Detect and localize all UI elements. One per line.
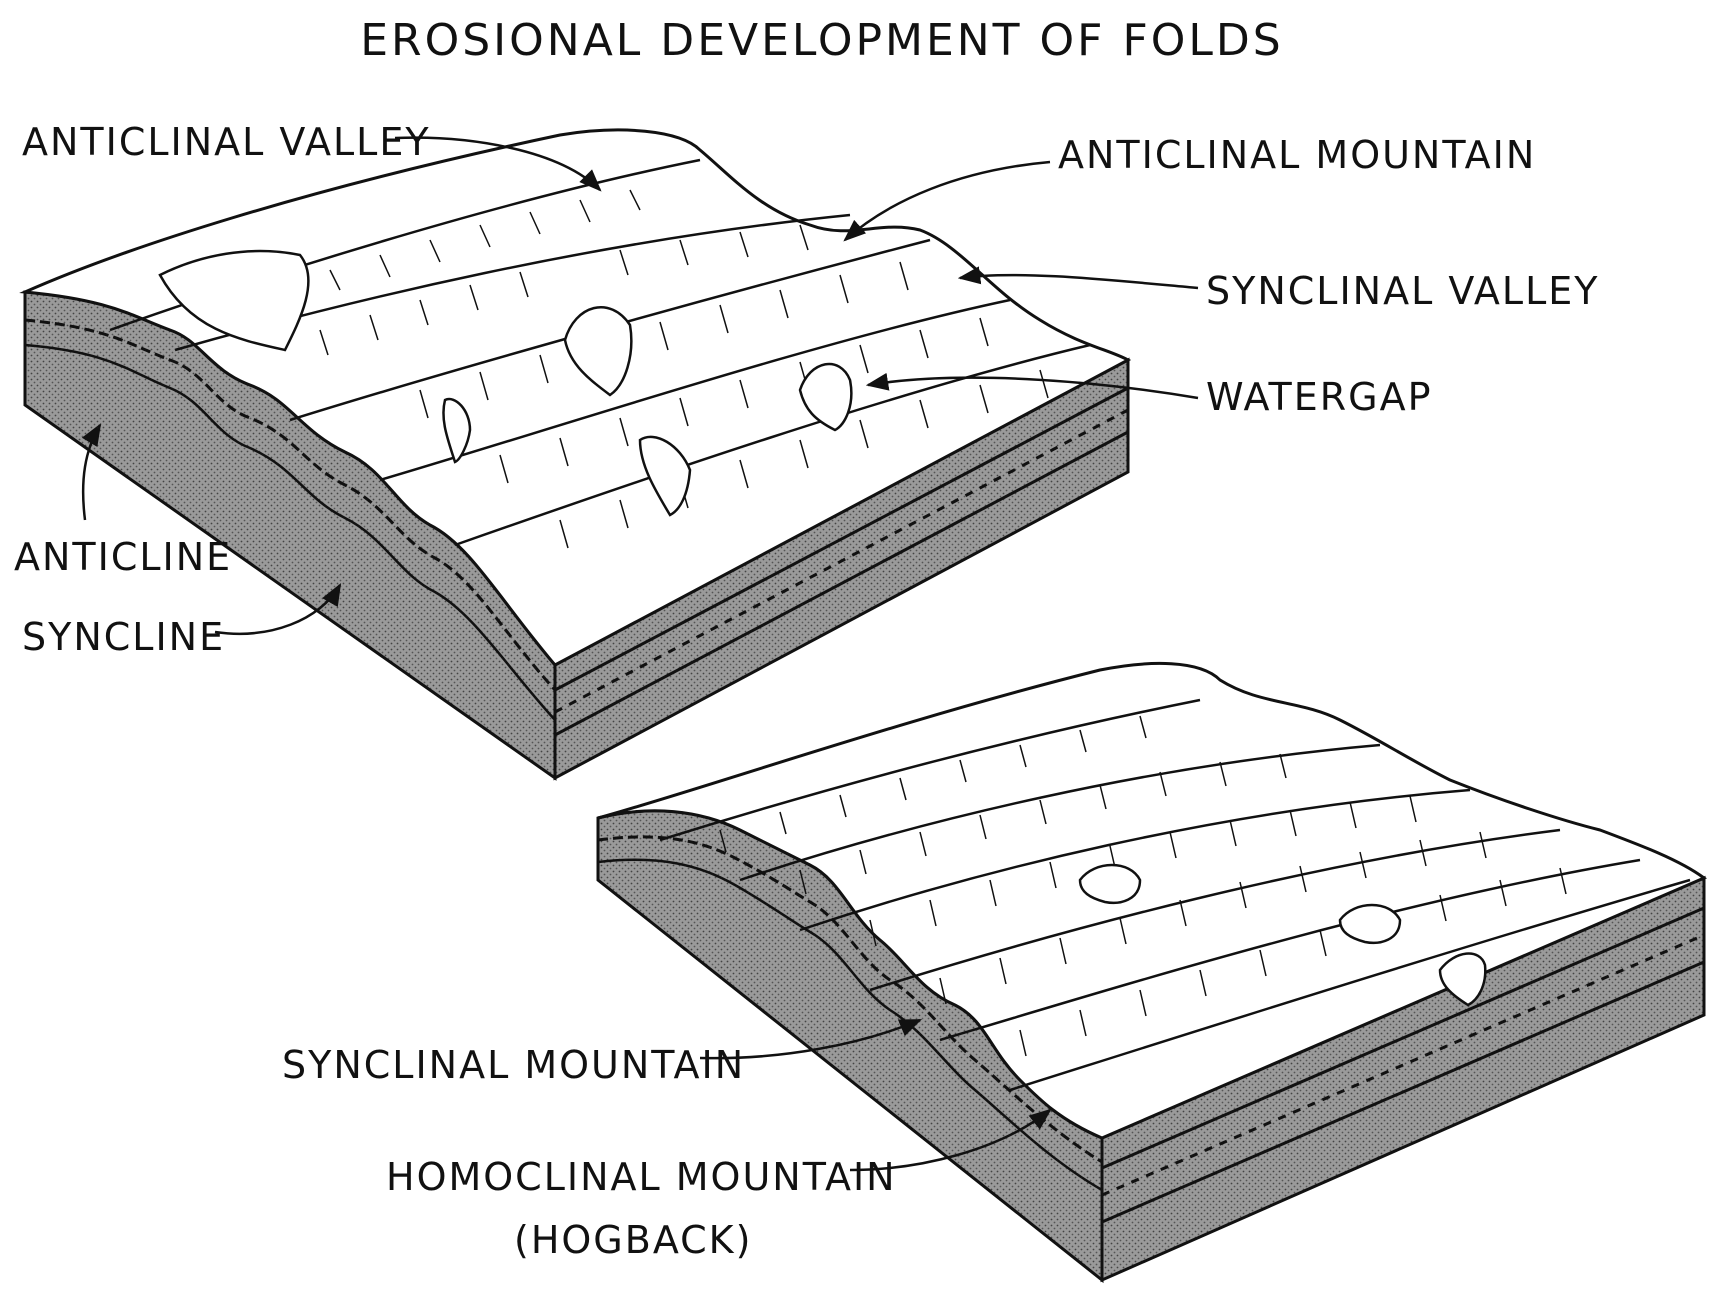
lower-block-diagram xyxy=(596,661,1707,1284)
lower-front-stratum-3 xyxy=(1101,960,1705,1224)
lower-ridge-1 xyxy=(659,698,1201,842)
label-anticline: ANTICLINE xyxy=(14,535,232,579)
label-syncline: SYNCLINE xyxy=(22,615,225,659)
lower-watergap-notch-2 xyxy=(1338,903,1402,944)
upper-watergap-notch-1 xyxy=(563,306,633,397)
upper-block-diagram xyxy=(19,128,1132,781)
upper-ridge-5 xyxy=(454,343,1091,547)
lower-watergap-notch-3 xyxy=(1438,952,1487,1007)
arrow-synclinal-mountain xyxy=(699,1018,923,1060)
upper-fold-stratum-2 xyxy=(24,343,556,721)
lower-ridge-4 xyxy=(869,828,1561,992)
label-homoclinal-mountain: HOMOCLINAL MOUNTAIN xyxy=(386,1155,897,1199)
label-synclinal-mountain: SYNCLINAL MOUNTAIN xyxy=(282,1043,745,1087)
lower-front-stratum-2 xyxy=(1101,933,1705,1197)
leader-arrows xyxy=(81,136,1199,1172)
lower-front-stratum-1 xyxy=(1101,906,1705,1170)
upper-valley-outcrop xyxy=(158,249,310,352)
lower-block-top-surface xyxy=(597,661,1707,1140)
upper-watergap-notch-3 xyxy=(442,397,472,464)
arrow-anticlinal-mountain xyxy=(843,160,1051,242)
lower-fold-stratum-1 xyxy=(597,835,1103,1164)
upper-front-stratum-2 xyxy=(554,408,1129,714)
arrow-anticlinal-valley xyxy=(394,136,602,192)
lower-hachures xyxy=(719,715,1567,1057)
lower-ridge-3 xyxy=(799,788,1471,932)
lower-watergap-notch-1 xyxy=(1078,863,1142,904)
label-watergap: WATERGAP xyxy=(1206,375,1433,419)
label-anticlinal-valley: ANTICLINAL VALLEY xyxy=(22,120,431,164)
upper-ridge-1 xyxy=(109,158,701,332)
arrow-syncline xyxy=(214,583,342,636)
lower-fold-stratum-2 xyxy=(597,858,1103,1192)
upper-watergap-notch-4 xyxy=(638,435,692,517)
arrow-anticline xyxy=(81,423,102,521)
label-anticlinal-mountain: ANTICLINAL MOUNTAIN xyxy=(1058,133,1536,177)
upper-hachures xyxy=(319,189,1049,549)
upper-fold-stratum-1 xyxy=(24,318,557,692)
upper-watergap-notch-2 xyxy=(798,362,853,432)
label-hogback: (HOGBACK) xyxy=(514,1218,752,1262)
arrow-homoclinal-mountain xyxy=(849,1108,1052,1172)
upper-front-stratum-3 xyxy=(554,430,1129,737)
upper-front-stratum-1 xyxy=(554,386,1129,692)
arrow-watergap xyxy=(865,372,1199,400)
label-synclinal-valley: SYNCLINAL VALLEY xyxy=(1206,269,1599,313)
arrow-synclinal-valley xyxy=(957,266,1199,290)
lower-ridge-5 xyxy=(939,858,1641,1042)
lower-ridge-2 xyxy=(739,743,1381,882)
lower-ridge-6 xyxy=(1009,878,1691,1092)
diagram-title: EROSIONAL DEVELOPMENT OF FOLDS xyxy=(360,15,1284,66)
